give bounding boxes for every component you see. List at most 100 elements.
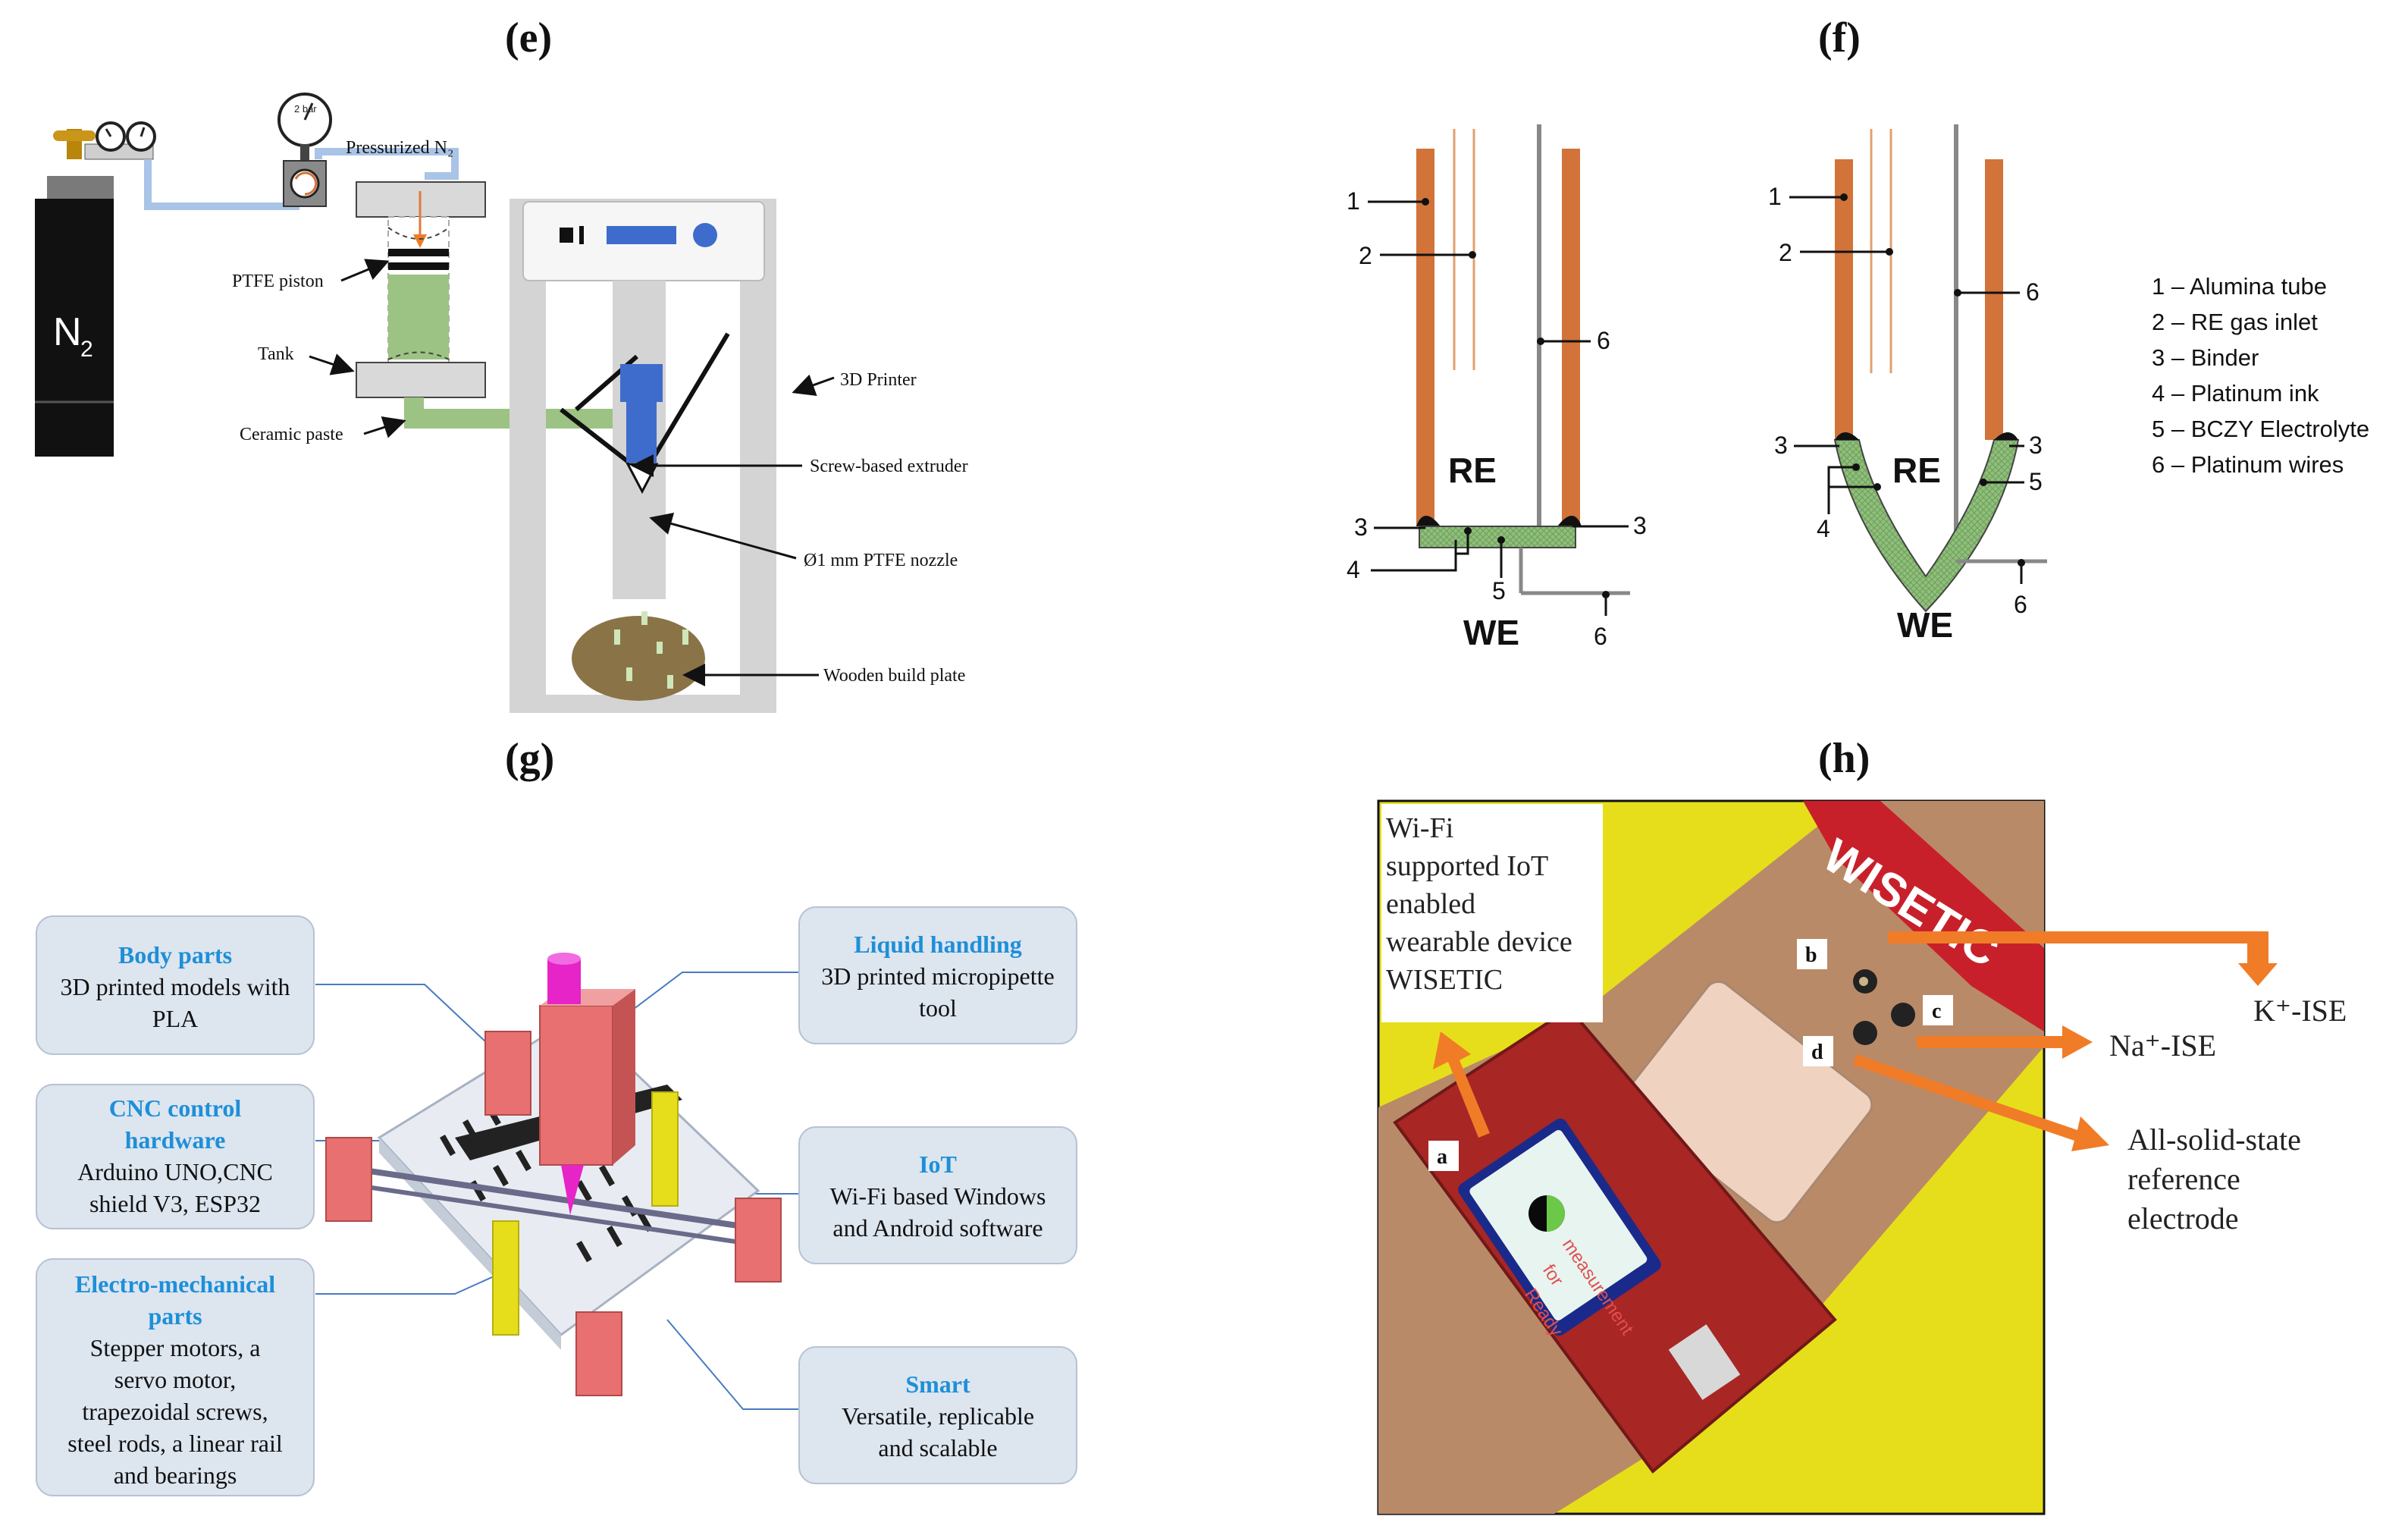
legend-item: 3 – Binder <box>2152 344 2259 371</box>
callout-line: Wi-Fi <box>1386 812 1453 844</box>
re-label: RE <box>1448 451 1497 490</box>
pipette-column <box>539 1005 613 1166</box>
re-label: RE <box>1892 451 1941 490</box>
box-title: parts <box>148 1302 202 1330</box>
alumina-tube <box>1985 159 2003 440</box>
box-text: Arduino UNO,CNC <box>77 1158 273 1185</box>
box-text: servo motor, <box>114 1366 236 1393</box>
box-title: Smart <box>905 1370 970 1398</box>
box-text: Wi-Fi based Windows <box>830 1182 1046 1210</box>
callout-4: 4 <box>1347 556 1360 583</box>
planar-cell: RE WE 1 2 6 3 3 4 5 6 <box>1347 124 1647 652</box>
alumina-tube <box>1562 149 1580 526</box>
box-text: and scalable <box>878 1434 997 1461</box>
callout-4: 4 <box>1817 515 1830 542</box>
callout-line: WISETIC <box>1386 964 1503 996</box>
callout-6: 6 <box>2014 591 2027 618</box>
callout-3: 3 <box>2029 432 2043 459</box>
marker-c <box>1923 995 1953 1025</box>
label-extruder: Screw-based extruder <box>810 457 968 476</box>
box-title: Liquid handling <box>854 931 1021 958</box>
box-text: and bearings <box>114 1461 237 1489</box>
box-text: tool <box>919 994 957 1022</box>
pressure-gauge-label: 2 bar <box>294 103 317 115</box>
box-text: 3D printed micropipette <box>821 962 1054 990</box>
legend-item: 6 – Platinum wires <box>2152 451 2344 478</box>
callout-box <box>1381 804 1603 1022</box>
label-nozzle: Ø1 mm PTFE nozzle <box>804 551 958 570</box>
callout-line: supported IoT <box>1386 850 1548 882</box>
panel-title-e: (e) <box>505 14 553 61</box>
f-legend: 1 – Alumina tube 2 – RE gas inlet 3 – Bi… <box>2152 273 2369 478</box>
marker-label: d <box>1811 1041 1823 1064</box>
cnc-machine <box>325 953 782 1396</box>
label-tank: Tank <box>258 344 294 364</box>
panel-f: RE WE 1 2 6 3 3 4 5 6 <box>1347 124 2369 652</box>
box-text: shield V3, ESP32 <box>89 1190 261 1217</box>
cylinder-body <box>35 199 114 457</box>
panel-title-h: (h) <box>1818 735 1870 782</box>
label-printer: 3D Printer <box>840 370 917 390</box>
arrow-d <box>1853 1054 2109 1151</box>
pipette-tool <box>547 959 581 1004</box>
box-body-parts: Body parts 3D printed models with PLA <box>36 915 315 1055</box>
callout-line: enabled <box>1386 888 1475 920</box>
callout-3: 3 <box>1633 512 1647 539</box>
callout-1: 1 <box>1347 187 1360 215</box>
box-iot: IoT Wi-Fi based Windows and Android soft… <box>798 1126 1077 1264</box>
box-text: 3D printed models with <box>60 973 290 1000</box>
label-paste: Ceramic paste <box>240 425 343 444</box>
arrow-c <box>1917 1025 2093 1059</box>
3d-printer <box>510 199 776 713</box>
box-electro-mechanical: Electro-mechanical parts Stepper motors,… <box>36 1258 315 1496</box>
box-liquid-handling: Liquid handling 3D printed micropipette … <box>798 906 1077 1044</box>
alumina-tube <box>1835 159 1853 440</box>
box-smart: Smart Versatile, replicable and scalable <box>798 1346 1077 1484</box>
label-pressurized: Pressurized N₂ <box>346 138 453 158</box>
cylinder-label-sub: 2 <box>80 337 93 362</box>
label-ref: All-solid-state <box>2127 1122 2301 1157</box>
label-k-ise: K⁺-ISE <box>2253 994 2347 1028</box>
n2-cylinder: N 2 <box>35 121 156 457</box>
marker-d <box>1803 1036 1833 1066</box>
callout-5: 5 <box>2029 468 2043 495</box>
ceramic-paste-tank <box>388 275 449 359</box>
marker-label: a <box>1437 1145 1447 1169</box>
box-cnc-control: CNC control hardware Arduino UNO,CNC shi… <box>36 1084 315 1229</box>
callout-3: 3 <box>1354 513 1368 541</box>
wearable-device: measurement for Ready <box>1393 1006 1837 1474</box>
panel-title-g: (g) <box>505 735 555 782</box>
legend-item: 5 – BCZY Electrolyte <box>2152 416 2369 442</box>
box-title: Electro-mechanical <box>75 1270 275 1298</box>
u-cell: RE WE 1 2 6 3 3 5 4 6 <box>1768 124 2047 645</box>
callout-2: 2 <box>1359 242 1372 269</box>
we-label: WE <box>1897 605 1953 645</box>
callout-2: 2 <box>1779 239 1792 266</box>
box-text: PLA <box>152 1005 198 1032</box>
label-piston: PTFE piston <box>232 272 324 291</box>
callout-3: 3 <box>1774 432 1788 459</box>
n2-pipe-2 <box>315 148 459 180</box>
box-text: Stepper motors, a <box>90 1334 261 1361</box>
panel-title-f: (f) <box>1818 14 1861 61</box>
legend-item: 1 – Alumina tube <box>2152 273 2327 300</box>
marker-b <box>1797 939 1827 969</box>
alumina-tube <box>1416 149 1434 526</box>
callout-6: 6 <box>2026 278 2040 306</box>
box-title: hardware <box>125 1126 226 1154</box>
panel-h: WISETIC measurement for Ready Wi-Fi supp… <box>1377 799 2347 1515</box>
arrow-b <box>1888 931 2278 986</box>
cylinder-cap <box>47 176 114 199</box>
callout-1: 1 <box>1768 183 1782 210</box>
label-na-ise: Na⁺-ISE <box>2109 1028 2216 1063</box>
legend-item: 2 – RE gas inlet <box>2152 309 2318 335</box>
panel-e: N 2 2 bar Pressurized N₂ <box>35 93 968 713</box>
label-plate: Wooden build plate <box>823 666 965 686</box>
label-ref: reference <box>2127 1162 2240 1196</box>
u-electrolyte <box>1833 439 2020 613</box>
callout-5: 5 <box>1492 577 1506 604</box>
we-label: WE <box>1463 613 1519 652</box>
strap <box>1803 801 2044 1031</box>
n2-pipe <box>144 159 299 210</box>
